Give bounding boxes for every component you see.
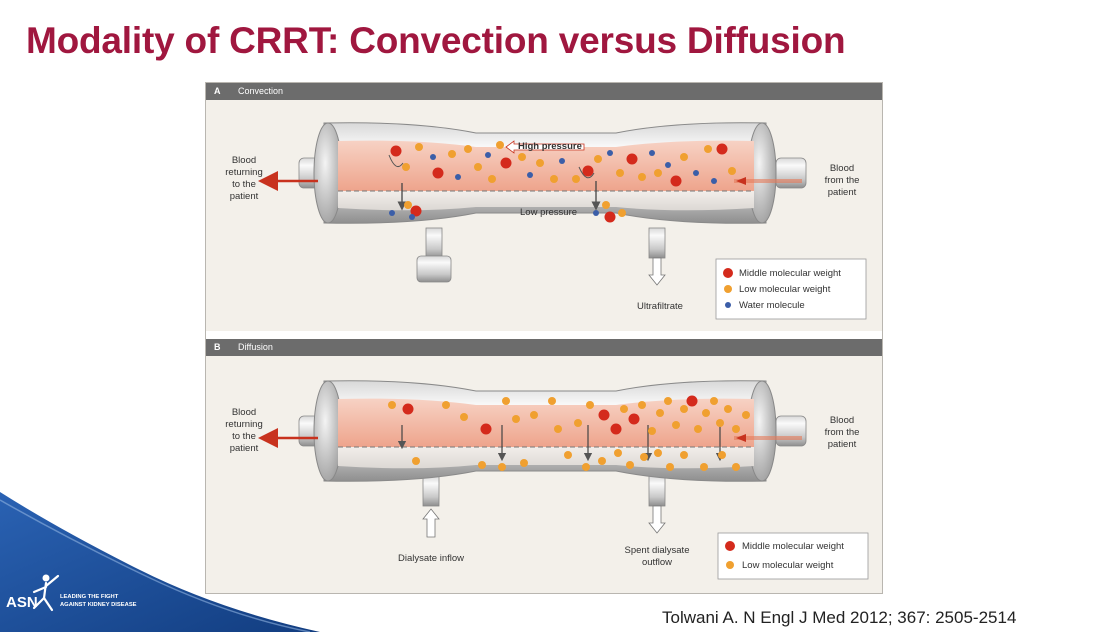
legend-a: Middle molecular weight Low molecular we… — [715, 258, 867, 320]
panel-b-letter: B — [214, 342, 221, 352]
port-cap-a — [416, 255, 452, 283]
convection-swirl-right — [578, 166, 595, 179]
svg-text:outflow: outflow — [642, 557, 672, 568]
legend-b-low: Low molecular weight — [742, 560, 834, 571]
port-a-left — [425, 227, 443, 259]
legend-a-water: Water molecule — [739, 300, 805, 311]
filtrate-compartment — [338, 191, 754, 211]
blood-in-arrowhead — [736, 177, 746, 185]
port-b-left — [422, 475, 440, 507]
convection-filter: High pressure Low pressure — [225, 122, 867, 320]
blood-in-label-b: Blood from the patient — [825, 415, 860, 450]
asn-tagline-2: AGAINST KIDNEY DISEASE — [60, 602, 137, 608]
svg-text:returning: returning — [225, 419, 263, 430]
blood-compartment-b — [338, 398, 754, 447]
spent-dialysate-label: Spent dialysate outflow — [625, 545, 690, 568]
svg-text:patient: patient — [828, 439, 857, 450]
svg-text:from the: from the — [825, 427, 860, 438]
connector-right — [775, 157, 807, 189]
port-b-right — [648, 475, 666, 507]
slide-title: Modality of CRRT: Convection versus Diff… — [26, 20, 846, 61]
dialysate-inflow-arrow — [422, 508, 440, 538]
asn-logo-text: ASN — [6, 594, 38, 611]
svg-text:Blood: Blood — [830, 415, 854, 426]
brand-wave — [0, 492, 320, 632]
port-a-right — [648, 227, 666, 259]
brand-wave-highlight — [0, 499, 311, 632]
citation: Tolwani A. N Engl J Med 2012; 367: 2505-… — [662, 608, 1017, 627]
dialysate-outflow-arrow — [648, 505, 666, 534]
molecules-panel-a — [389, 141, 736, 223]
svg-text:Blood: Blood — [232, 407, 256, 418]
svg-text:Blood: Blood — [830, 163, 854, 174]
svg-text:Spent dialysate: Spent dialysate — [625, 545, 690, 556]
convection-swirl-left — [388, 154, 404, 168]
blood-in-label-a: Blood from the patient — [825, 163, 860, 198]
legend-b-middle: Middle molecular weight — [742, 541, 844, 552]
housing-end-left — [313, 122, 343, 224]
svg-text:to the: to the — [232, 179, 256, 190]
crrt-figure: A Convection B Diffusion — [205, 82, 883, 594]
asn-figure-icon — [32, 574, 60, 612]
panel-a-name: Convection — [238, 86, 284, 96]
panel-a-header: A Convection — [206, 83, 882, 100]
legend-a-middle: Middle molecular weight — [739, 268, 841, 279]
panel-separator — [206, 331, 882, 339]
panel-b-header: B Diffusion — [206, 339, 882, 356]
svg-text:returning: returning — [225, 167, 263, 178]
panel-b-name: Diffusion — [238, 342, 273, 352]
diffusion-filter: Blood returning to the patient Blood fro… — [225, 380, 869, 580]
ultrafiltrate-arrow — [648, 257, 666, 286]
housing-b-end-left — [313, 380, 343, 482]
svg-text:patient: patient — [828, 187, 857, 198]
svg-text:patient: patient — [230, 191, 259, 202]
high-pressure-arrow — [505, 140, 585, 154]
blood-out-label-b: Blood returning to the patient — [225, 407, 263, 454]
blood-out-label-a: Blood returning to the patient — [225, 155, 263, 202]
legend-a-low: Low molecular weight — [739, 284, 831, 295]
blood-in-arrowhead-b — [736, 434, 746, 442]
svg-text:patient: patient — [230, 443, 259, 454]
filter-diagrams: High pressure Low pressure — [225, 122, 869, 580]
asn-tagline-1: LEADING THE FIGHT — [60, 594, 119, 600]
svg-text:Blood: Blood — [232, 155, 256, 166]
dialysate-compartment — [338, 447, 754, 469]
asn-branding: ASN LEADING THE FIGHT AGAINST KIDNEY DIS… — [0, 492, 320, 632]
connector-b-right — [775, 415, 807, 447]
svg-text:to the: to the — [232, 431, 256, 442]
legend-b: Middle molecular weight Low molecular we… — [717, 532, 869, 580]
molecules-panel-b — [388, 395, 750, 471]
high-pressure-label: High pressure — [518, 141, 582, 152]
ultrafiltrate-label: Ultrafiltrate — [637, 301, 683, 312]
low-pressure-label: Low pressure — [520, 207, 577, 218]
svg-text:from the: from the — [825, 175, 860, 186]
dialysate-inflow-label: Dialysate inflow — [398, 553, 464, 564]
panel-a-letter: A — [214, 86, 221, 96]
